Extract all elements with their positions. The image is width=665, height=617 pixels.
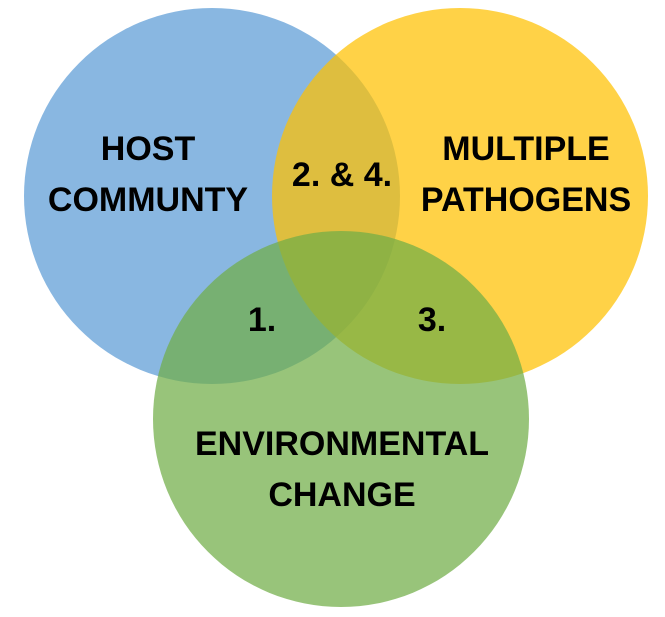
host-community-label-line2: COMMUNTY <box>48 181 249 219</box>
multiple-pathogens-label-line2: PATHOGENS <box>421 181 631 219</box>
environmental-change-label-line1: ENVIRONMENTAL <box>195 425 489 463</box>
environmental-change-label-line2: CHANGE <box>268 476 415 514</box>
intersection-host-pathogens-label: 2. & 4. <box>292 156 392 194</box>
multiple-pathogens-label-line1: MULTIPLE <box>442 130 609 168</box>
intersection-host-environment-label: 1. <box>248 301 276 339</box>
intersection-pathogens-environment-label: 3. <box>418 301 446 339</box>
environmental-change-circle <box>153 231 529 607</box>
host-community-label-line1: HOST <box>101 130 196 168</box>
